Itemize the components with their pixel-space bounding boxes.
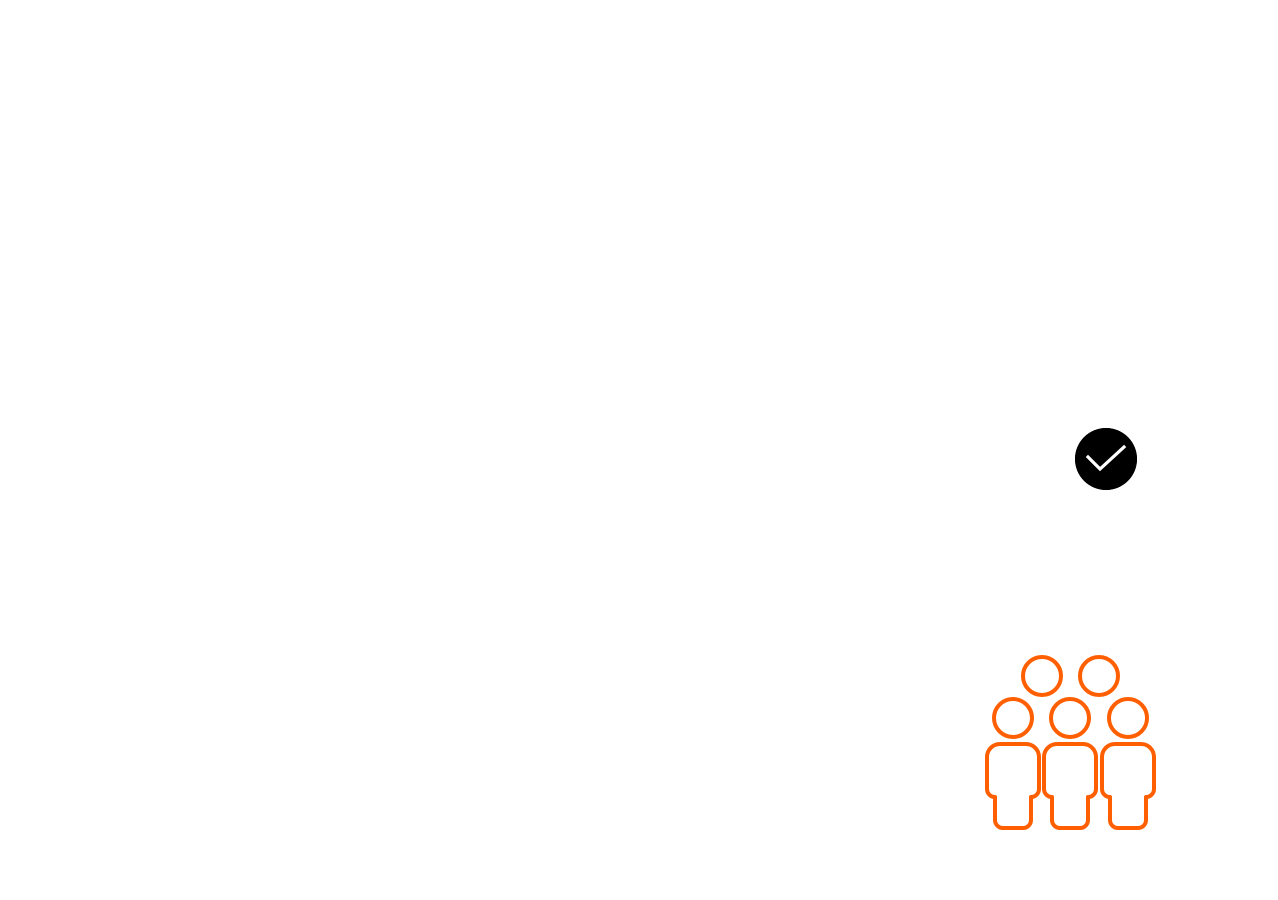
people-group-icon bbox=[985, 655, 1156, 830]
check-circle-icon bbox=[1075, 428, 1137, 490]
person-head bbox=[1021, 655, 1063, 697]
people-group-illustration bbox=[980, 650, 1162, 836]
person-head bbox=[1049, 697, 1091, 739]
person-head bbox=[1078, 655, 1120, 697]
person-head bbox=[992, 697, 1034, 739]
person-body bbox=[1100, 742, 1156, 830]
confirm-check-button[interactable] bbox=[1075, 428, 1137, 490]
person-body bbox=[1042, 742, 1098, 830]
person-head bbox=[1107, 697, 1149, 739]
person-body bbox=[985, 742, 1041, 830]
